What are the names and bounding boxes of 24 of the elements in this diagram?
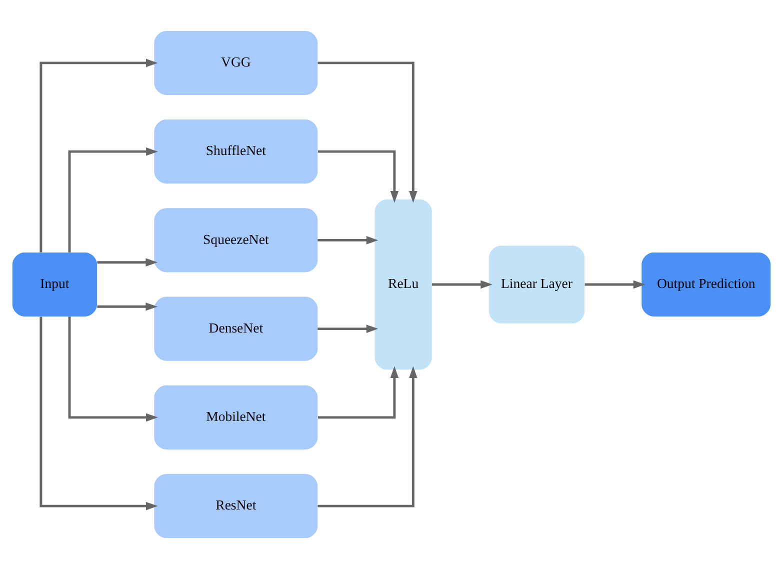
arrow xyxy=(318,366,418,508)
arrow xyxy=(318,62,418,203)
arrow xyxy=(40,58,158,252)
node-box: Linear Layer xyxy=(488,246,584,324)
arrow xyxy=(318,236,378,244)
node-box: SqueezeNet xyxy=(154,208,318,272)
node-box: Output Prediction xyxy=(642,252,771,316)
arrow xyxy=(432,280,492,289)
arrow xyxy=(68,316,158,422)
arrow xyxy=(40,316,158,510)
node-box: Input xyxy=(12,252,98,316)
node-box: MobileNet xyxy=(154,385,318,450)
arrow xyxy=(68,147,158,252)
node-box: ShuffleNet xyxy=(154,120,318,184)
arrow xyxy=(584,280,646,289)
node-box: VGG xyxy=(154,30,318,95)
arrow xyxy=(318,150,399,203)
arrow xyxy=(97,302,158,311)
node-box: ReLu xyxy=(374,199,432,370)
arrow xyxy=(318,324,378,333)
node-box: DenseNet xyxy=(154,296,318,361)
arrow xyxy=(318,366,399,419)
arrow xyxy=(97,258,158,266)
node-box: ResNet xyxy=(154,474,318,538)
